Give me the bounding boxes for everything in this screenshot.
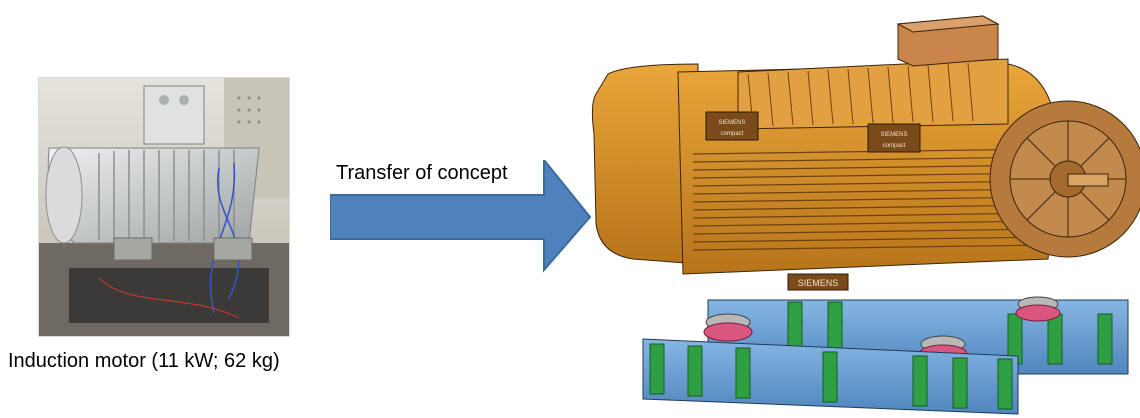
brand-badge-left: SIEMENS compact: [705, 111, 759, 141]
brand-badge-right: SIEMENS compact: [867, 123, 921, 153]
svg-text:compact: compact: [883, 143, 906, 149]
base-brand-plate: SIEMENS: [787, 273, 849, 291]
large-motor-cad-model: SIEMENS compact SIEMENS compact SIEMENS: [591, 15, 1140, 415]
arrow-label: Transfer of concept: [336, 162, 508, 184]
svg-text:compact: compact: [721, 131, 744, 137]
front-frame-beam: [642, 338, 1019, 415]
motor-caption: Induction motor (11 kW; 62 kg): [8, 350, 280, 372]
transfer-arrow-icon: [330, 160, 592, 273]
svg-text:SIEMENS: SIEMENS: [880, 132, 907, 138]
svg-text:SIEMENS: SIEMENS: [798, 278, 839, 288]
induction-motor-illustration: [39, 78, 289, 336]
induction-motor-photo: [38, 77, 290, 337]
motor-body: [591, 15, 1140, 275]
svg-text:SIEMENS: SIEMENS: [718, 120, 745, 126]
